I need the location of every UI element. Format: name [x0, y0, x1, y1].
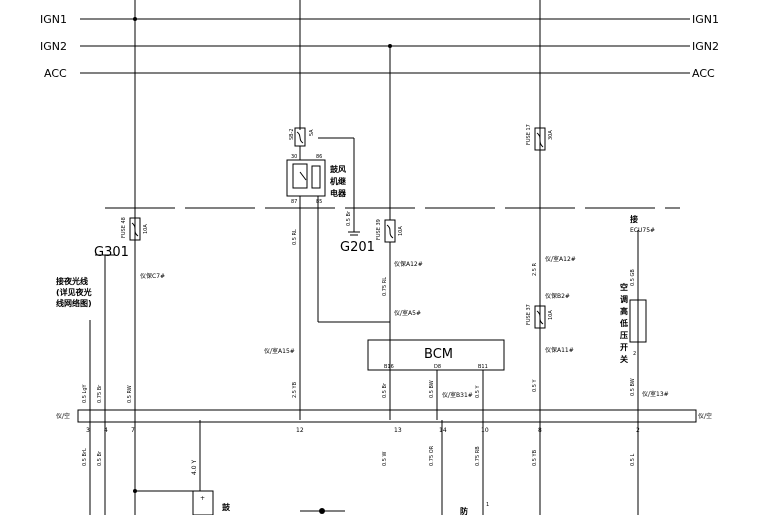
night-light-1: 接夜光线 [56, 276, 88, 286]
relay-pin30: 30 [291, 154, 297, 160]
pin-4: 4 [104, 427, 108, 434]
sb2-rating: 5A [309, 129, 315, 136]
wire-w12: 2.5 R [532, 262, 538, 276]
ac-char-5: 压 [620, 331, 628, 340]
ign2-label-left: IGN2 [40, 40, 67, 53]
relay-name-3: 电器 [330, 188, 347, 198]
conn-a11: 仪保A11# [545, 346, 574, 354]
wire-w23: 4.0 Y [191, 460, 198, 475]
wire-w22: 0.5 L [630, 453, 636, 466]
wire-w8: 0.75 RL [382, 277, 388, 296]
wire-w14: 0.5 GB [630, 269, 636, 286]
ecu-label-2: ECU75# [630, 227, 655, 234]
wire-w15: 0.5 BW [630, 378, 636, 396]
misc-two: 2 [633, 351, 636, 357]
fuse37-rating: 10A [548, 310, 554, 320]
sb2-id: SB-2 [289, 128, 295, 140]
acc-label-right: ACC [692, 67, 715, 80]
ground-g301: G301 [94, 245, 129, 260]
night-light-2: (详见夜光 [56, 287, 92, 297]
wire-w18: 0.5 W [382, 451, 388, 466]
conn-c7: 仪保C7# [140, 272, 165, 280]
bcm-pin-b16: B16 [384, 364, 394, 370]
conn-a12r: 仪/室A12# [545, 255, 576, 263]
conn-b2: 仪保B2# [545, 292, 570, 300]
wire-w2: 0.75 Br [97, 384, 103, 403]
fuse17-id: FUSE 17 [526, 124, 532, 145]
bcm-pin-b11: B11 [478, 364, 488, 370]
pin-2: 2 [636, 427, 640, 434]
pin-8: 8 [538, 427, 542, 434]
ign1-label-left: IGN1 [40, 13, 67, 26]
relay-name-1: 鼓风 [330, 164, 346, 174]
conn-b31: 仪/室B31# [442, 391, 473, 399]
ign1-label-right: IGN1 [692, 13, 719, 26]
conn-a5: 仪/室A5# [394, 309, 421, 317]
anti-label: 防 [460, 506, 468, 515]
bcm-title: BCM [424, 347, 453, 362]
ac-char-1: 空 [620, 282, 628, 292]
ac-switch [629, 299, 647, 343]
pin-7: 7 [131, 427, 135, 434]
fuse48-rating: 10A [143, 224, 149, 234]
bcm-box [367, 339, 505, 371]
fuse39-rating: 10A [398, 226, 404, 236]
wire-w4: 0.5 RL [292, 229, 298, 245]
wire-w21: 0.5 YB [532, 449, 538, 466]
ac-char-2: 调 [620, 294, 628, 304]
conn-a15: 仪/室A15# [264, 347, 295, 355]
bcm-pin-d8: D8 [434, 364, 441, 370]
conn-j13: 仪/室13# [642, 390, 669, 398]
misc-one: 1 [486, 502, 489, 508]
connector-strip [77, 409, 697, 423]
fuse37-id: FUSE 37 [526, 304, 532, 325]
conn-a12: 仪保A12# [394, 260, 423, 268]
pin-10: 10 [481, 427, 489, 434]
ac-char-7: 关 [620, 354, 628, 364]
pin-3: 3 [86, 427, 90, 434]
relay-pin86: 86 [316, 154, 322, 160]
ac-char-6: 开 [620, 343, 628, 352]
wire-w5: 2.5 YB [292, 381, 298, 398]
wire-w17: 0.5 Br [97, 450, 103, 466]
ip-left: 仪/空 [56, 412, 70, 420]
fuse-48 [129, 217, 141, 241]
wire-w6: 0.5 Br [346, 210, 352, 226]
ign2-label-right: IGN2 [692, 40, 719, 53]
wire-w1: 0.5 LgY [82, 383, 88, 403]
wire-w20: 0.75 RB [475, 446, 481, 466]
ground-g201: G201 [340, 240, 375, 255]
ip-right: 仪/空 [698, 412, 712, 420]
fuse48-id: FUSE 48 [121, 217, 127, 238]
relay-name-2: 机继 [330, 176, 346, 186]
night-light-3: 线网络图) [56, 298, 92, 308]
wire-w9: 0.5 Br [382, 382, 388, 398]
wire-w13: 0.5 Y [532, 378, 538, 392]
ecu-label-1: 接 [630, 214, 638, 224]
pin-13: 13 [394, 427, 402, 434]
fuse17-rating: 30A [548, 130, 554, 140]
blower-label: 鼓 [222, 502, 231, 512]
wire-w19: 0.75 OR [429, 445, 435, 466]
wire-w11: 0.5 Y [475, 384, 481, 398]
fuse39-id: FUSE 39 [376, 219, 382, 240]
ac-char-4: 低 [619, 318, 628, 328]
acc-label-left: ACC [44, 67, 67, 80]
pin-12: 12 [296, 427, 304, 434]
ac-char-3: 高 [620, 306, 628, 316]
wire-w3: 0.5 RW [127, 385, 133, 403]
fuse-37 [534, 305, 546, 329]
wire-w10: 0.5 BW [429, 380, 435, 398]
pin-14: 14 [439, 427, 447, 434]
relay-box [286, 159, 326, 197]
fuse-17 [534, 127, 546, 151]
relay-pin87: 87 [291, 199, 297, 205]
relay-pin85: 85 [316, 199, 322, 205]
wire-w16: 0.5 BrL [82, 448, 88, 466]
motor-plus: + [200, 495, 205, 502]
blower-motor [192, 490, 214, 515]
